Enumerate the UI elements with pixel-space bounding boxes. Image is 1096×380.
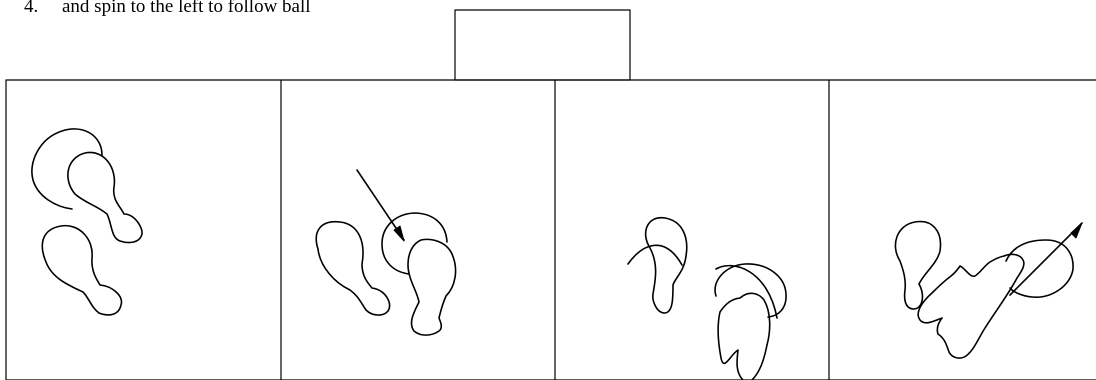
- footprint-icon: [408, 239, 456, 335]
- top-label-box: [455, 10, 630, 80]
- footprint-icon: [316, 222, 389, 315]
- footprint-icon: [895, 222, 940, 309]
- panel-1: [32, 129, 142, 315]
- footprint-icon: [718, 293, 770, 380]
- panel-4: [895, 222, 1082, 359]
- footprint-icon: [42, 226, 121, 315]
- footprint-icon: [646, 218, 687, 313]
- panel-strip-frame: [6, 80, 1096, 380]
- ball-icon: [32, 129, 102, 209]
- panel-3: [628, 218, 786, 380]
- footprint-icon: [918, 254, 1024, 358]
- arrow-head-icon: [1071, 223, 1082, 238]
- panel-2: [316, 170, 455, 335]
